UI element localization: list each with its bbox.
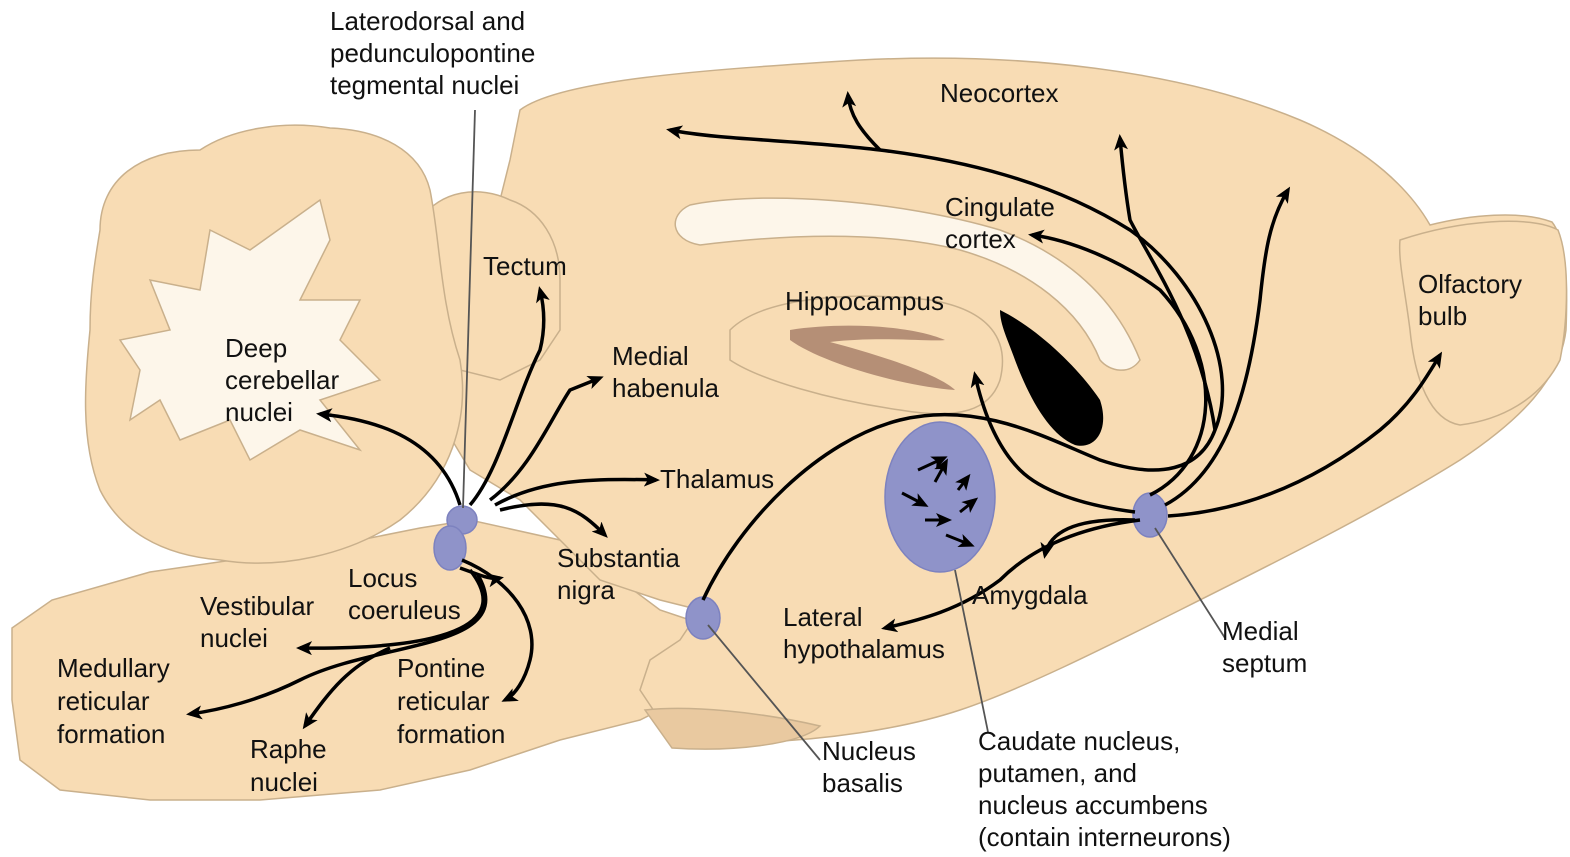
label-line: Caudate nucleus, [978, 726, 1180, 756]
label-line: Tectum [483, 251, 567, 281]
label-line: habenula [612, 373, 720, 403]
label-line: Neocortex [940, 78, 1059, 108]
label-line: reticular [397, 686, 490, 716]
label-line: coeruleus [348, 595, 461, 625]
label-line: Pontine [397, 653, 485, 683]
label-line: Lateral [783, 602, 863, 632]
label-line: formation [57, 719, 165, 749]
label-line: bulb [1418, 301, 1467, 331]
label-line: tegmental nuclei [330, 70, 519, 100]
label-line: nigra [557, 575, 615, 605]
label-hippocampus: Hippocampus [785, 286, 944, 316]
label-line: formation [397, 719, 505, 749]
label-line: (contain interneurons) [978, 822, 1231, 852]
label-line: cortex [945, 224, 1016, 254]
label-line: nuclei [250, 767, 318, 797]
label-line: Locus [348, 563, 417, 593]
medial-septum-nucleus [1133, 493, 1167, 537]
label-line: Vestibular [200, 591, 315, 621]
label-line: pedunculopontine [330, 38, 535, 68]
label-line: Nucleus [822, 736, 916, 766]
label-line: Medial [1222, 616, 1299, 646]
label-line: nucleus accumbens [978, 790, 1208, 820]
label-line: Medial [612, 341, 689, 371]
label-amygdala: Amygdala [972, 580, 1088, 610]
label-line: nuclei [225, 397, 293, 427]
label-line: Substantia [557, 543, 680, 573]
label-line: septum [1222, 648, 1307, 678]
label-line: Amygdala [972, 580, 1088, 610]
label-line: Deep [225, 333, 287, 363]
label-tectum: Tectum [483, 251, 567, 281]
label-line: Cingulate [945, 192, 1055, 222]
label-line: cerebellar [225, 365, 340, 395]
label-line: basalis [822, 768, 903, 798]
label-line: Hippocampus [785, 286, 944, 316]
label-line: hypothalamus [783, 634, 945, 664]
label-line: reticular [57, 686, 150, 716]
label-line: Medullary [57, 653, 170, 683]
label-line: putamen, and [978, 758, 1137, 788]
label-line: Olfactory [1418, 269, 1522, 299]
locus-coeruleus-nucleus [434, 526, 466, 570]
label-line: Thalamus [660, 464, 774, 494]
label-line: nuclei [200, 623, 268, 653]
label-line: Raphe [250, 734, 327, 764]
label-line: Laterodorsal and [330, 6, 525, 36]
label-thalamus: Thalamus [660, 464, 774, 494]
label-neocortex: Neocortex [940, 78, 1059, 108]
striatum-nucleus [885, 422, 995, 572]
